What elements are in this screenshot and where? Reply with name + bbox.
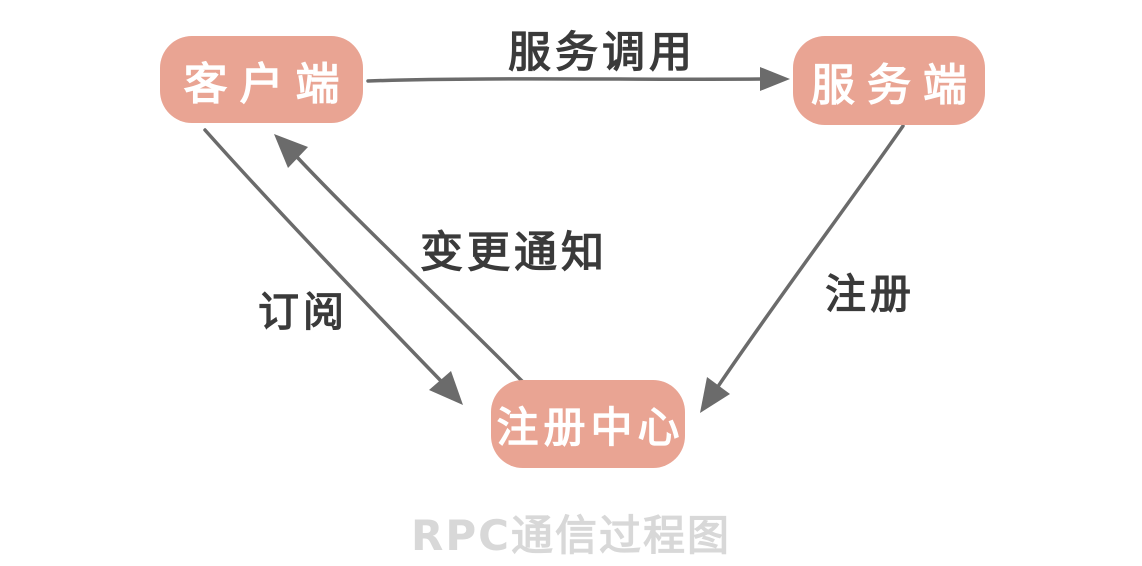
edge-label-register: 注册 [825,270,915,318]
arrow-subscribe-line [203,128,443,383]
arrow-change-notify-line [295,155,525,384]
node-server: 服务端 [793,36,985,125]
arrow-change-notify-head [274,134,308,168]
edge-label-subscribe: 订阅 [258,288,348,336]
arrow-register-head [700,377,730,413]
arrow-subscribe-head [429,371,463,405]
node-registry: 注册中心 [491,380,685,468]
edge-label-change-notify: 变更通知 [420,228,608,278]
edge-label-service-call: 服务调用 [508,28,696,78]
arrow-service-call-head [760,67,790,91]
node-registry-label: 注册中心 [496,402,685,452]
arrow-service-call-line [366,77,764,83]
node-client-label: 客户端 [183,58,352,110]
arrow-register-line [715,124,905,390]
node-server-label: 服务端 [811,59,979,111]
diagram-title: RPC通信过程图 [411,511,731,560]
node-client: 客户端 [160,36,363,123]
